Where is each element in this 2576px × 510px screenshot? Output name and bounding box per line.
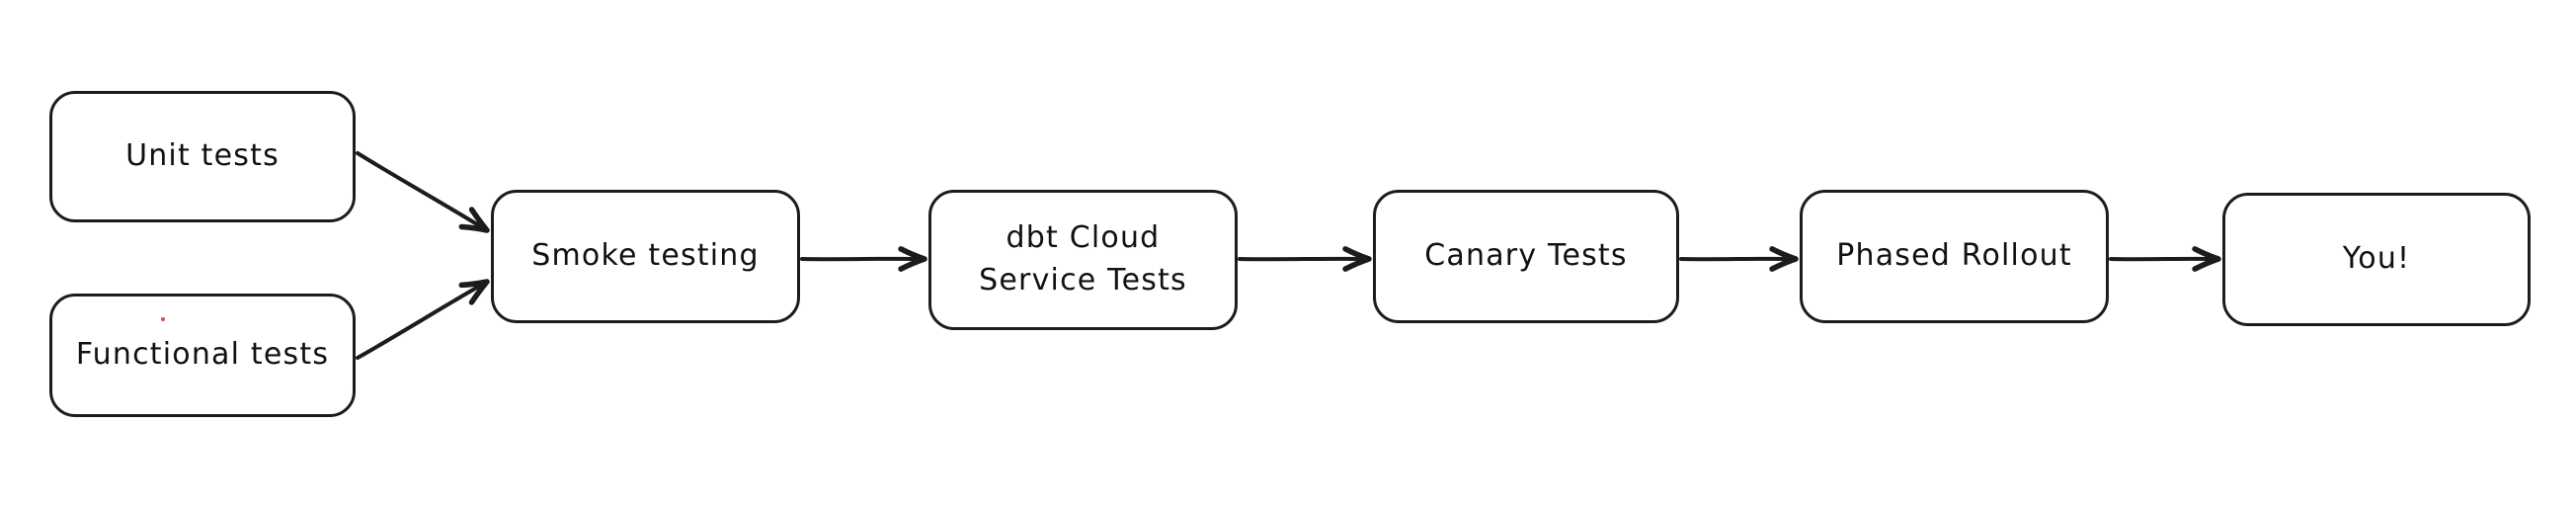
arrowhead-icon — [458, 207, 490, 233]
node-label: Canary Tests — [1424, 238, 1628, 274]
node-label: Functional tests — [75, 337, 330, 373]
edge-canary-to-phased — [1679, 246, 1799, 272]
edge-unit-to-smoke — [356, 151, 490, 233]
arrowhead-icon — [2192, 246, 2221, 272]
edge-functional-to-smoke — [356, 279, 490, 360]
node-label: Unit tests — [125, 138, 280, 174]
node-phased-rollout[interactable]: Phased Rollout — [1800, 190, 2109, 323]
node-label: You! — [2342, 241, 2411, 277]
edge-smoke-to-dbt — [800, 246, 927, 272]
arrowhead-icon — [458, 279, 490, 305]
node-label: Smoke testing — [531, 238, 760, 274]
node-label: dbt Cloud Service Tests — [979, 220, 1187, 298]
node-smoke-testing[interactable]: Smoke testing — [491, 190, 800, 323]
edge-line — [356, 281, 487, 360]
node-functional-tests[interactable]: Functional tests — [49, 294, 356, 417]
node-you[interactable]: You! — [2222, 193, 2531, 326]
node-unit-tests[interactable]: Unit tests — [49, 91, 356, 222]
edge-line — [356, 151, 487, 231]
arrowhead-icon — [898, 246, 927, 272]
node-label: Phased Rollout — [1836, 238, 2072, 274]
edge-phased-to-you — [2109, 246, 2221, 272]
artifact-red-speck — [161, 317, 165, 321]
node-dbt-cloud-service-tests[interactable]: dbt Cloud Service Tests — [928, 190, 1238, 330]
edge-dbt-to-canary — [1238, 246, 1372, 272]
node-canary-tests[interactable]: Canary Tests — [1373, 190, 1679, 323]
arrowhead-icon — [1342, 246, 1372, 272]
arrowhead-icon — [1769, 246, 1799, 272]
